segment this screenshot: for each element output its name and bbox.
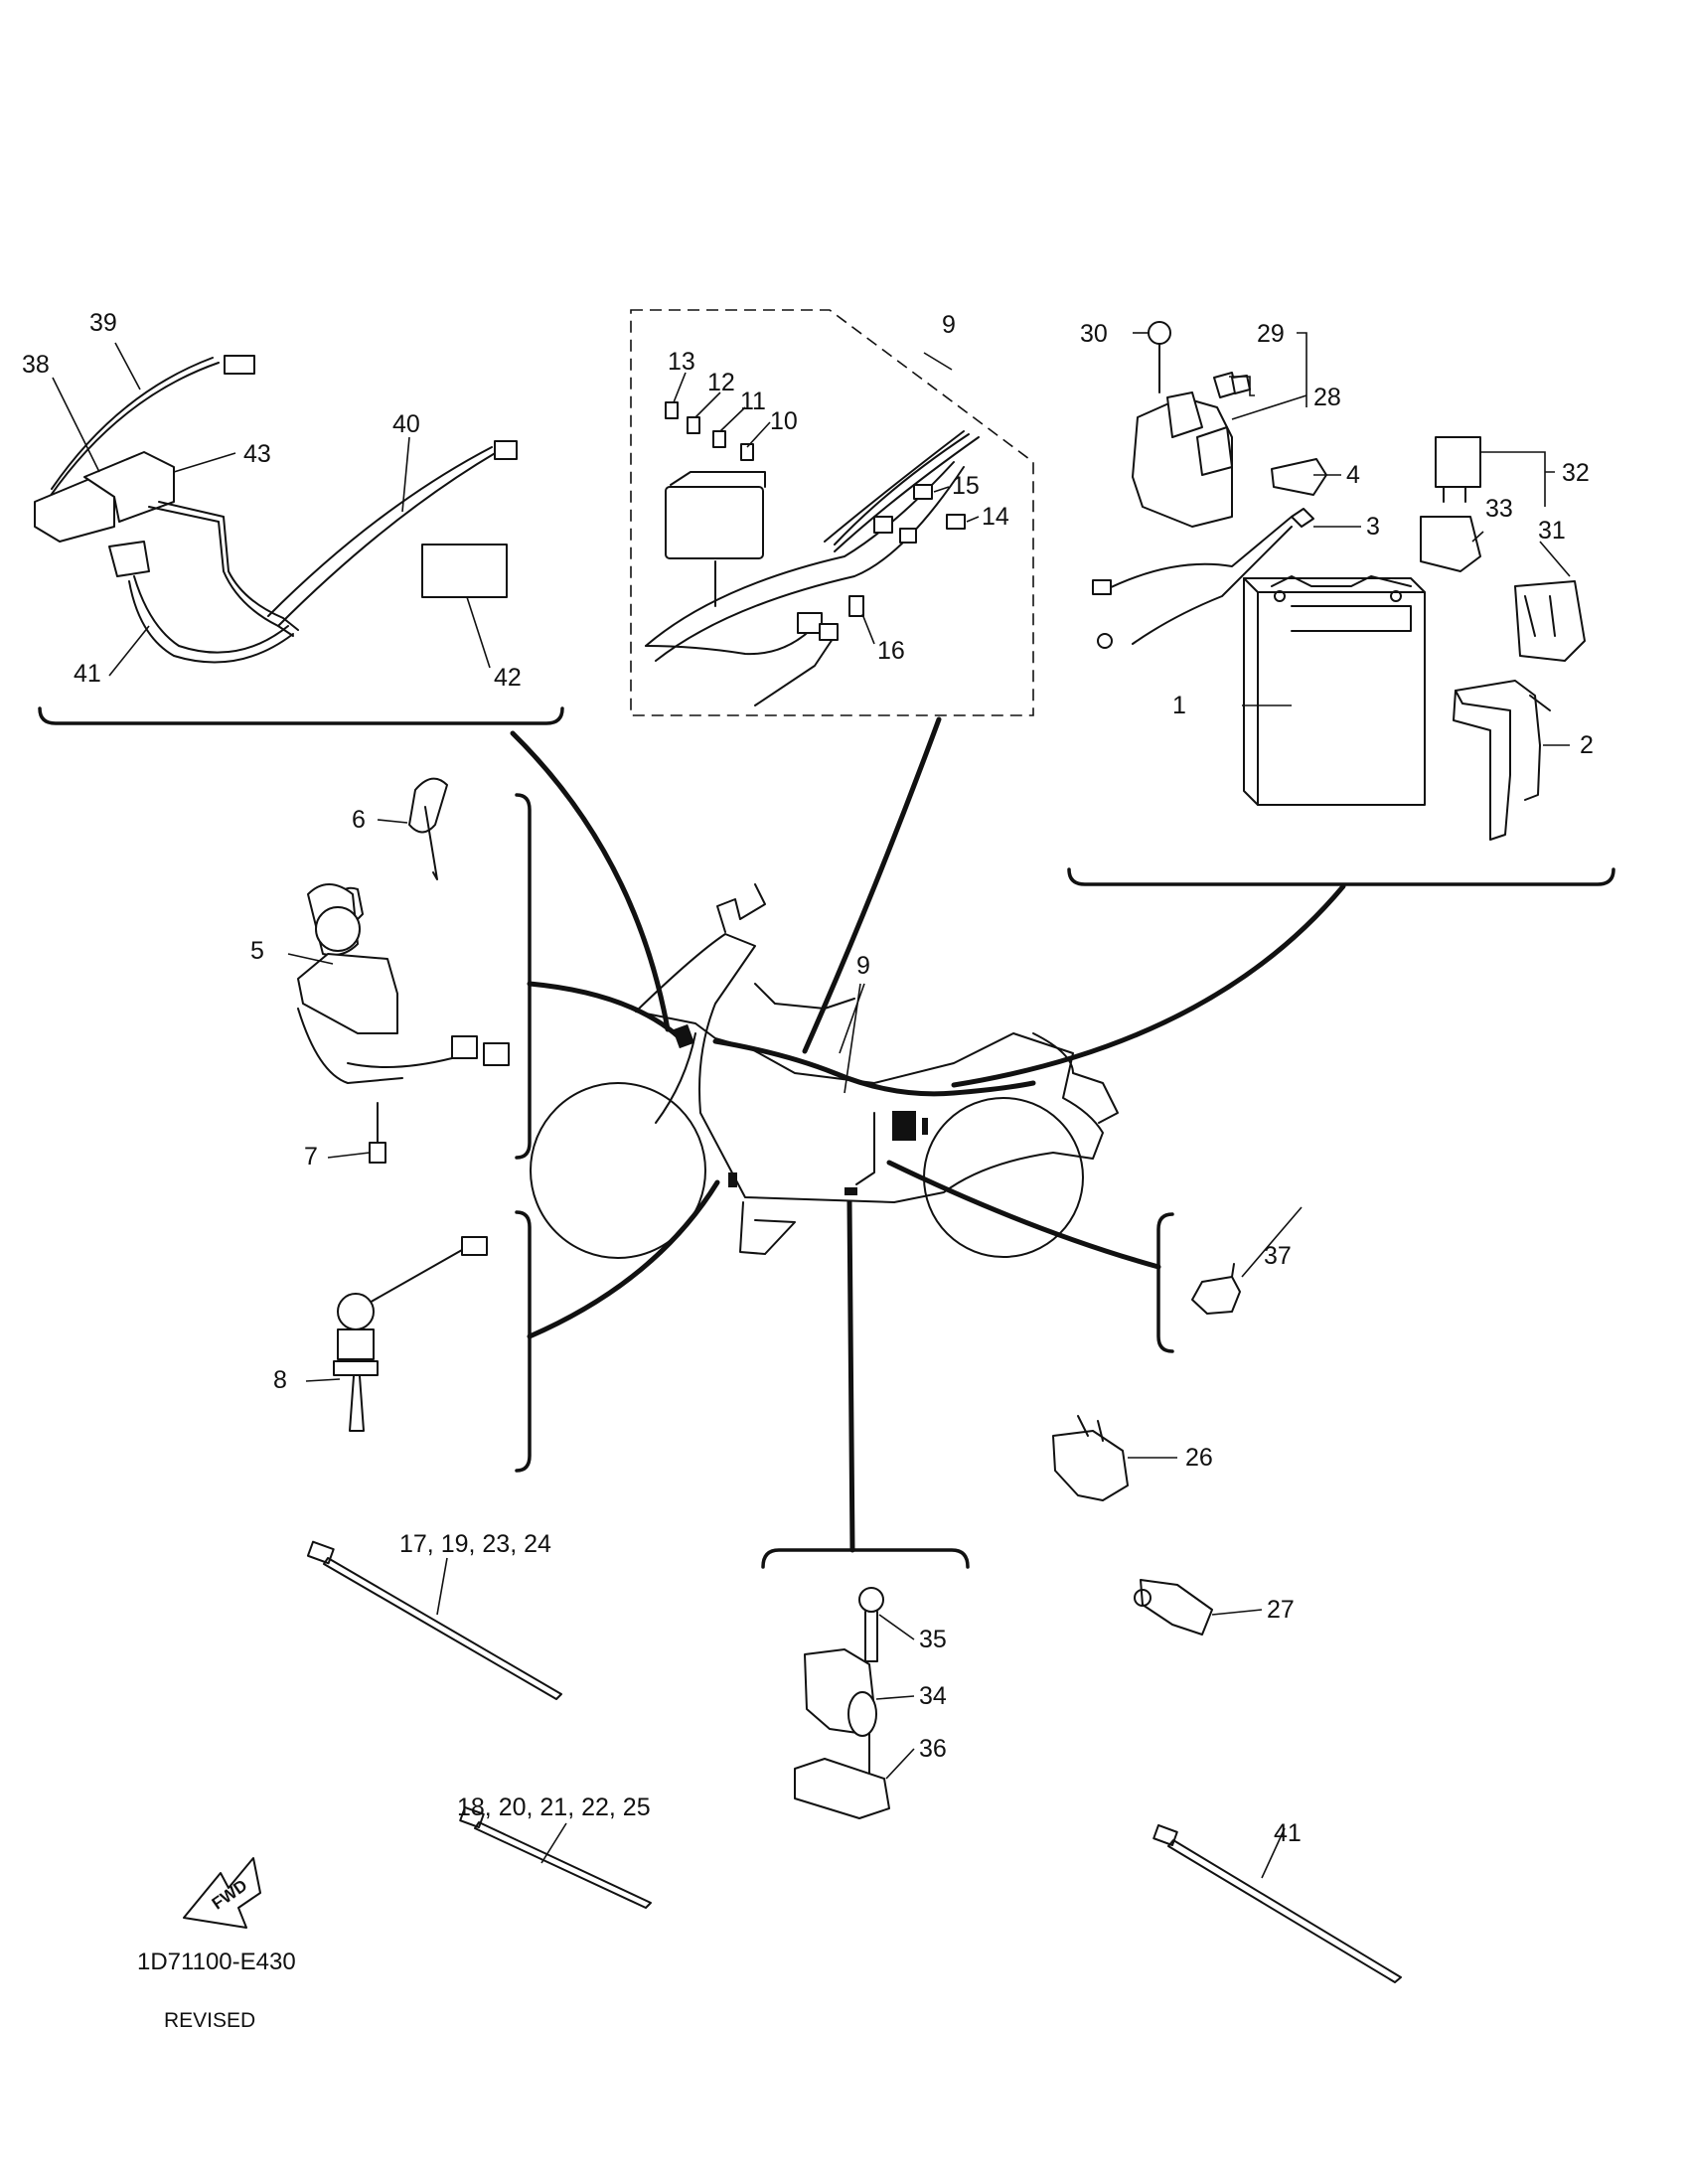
callout-26: 26	[1185, 1444, 1213, 1472]
callout-3: 3	[1366, 513, 1380, 541]
callout-5: 5	[250, 937, 264, 965]
callout-36: 36	[919, 1735, 947, 1763]
callout-16: 16	[877, 637, 905, 665]
ecu-group	[34, 355, 518, 664]
group-brackets	[38, 309, 1615, 1569]
callout-2: 2	[1580, 731, 1594, 759]
callout-15: 15	[952, 472, 980, 500]
cable-ties	[306, 1540, 1402, 1983]
callout-38: 38	[22, 351, 50, 379]
callout-9-bike: 9	[856, 952, 870, 980]
callout-1: 1	[1172, 692, 1186, 719]
callout-33: 33	[1485, 495, 1513, 523]
callout-4: 4	[1346, 461, 1360, 489]
callout-12: 12	[707, 369, 735, 396]
callout-10: 10	[770, 407, 798, 435]
fwd-arrow	[183, 1857, 261, 1929]
callout-27: 27	[1267, 1596, 1295, 1624]
switch-8	[333, 1236, 488, 1432]
leader-lines	[52, 332, 1571, 1879]
callout-17-19-23-24: 17, 19, 23, 24	[399, 1530, 551, 1558]
callout-28: 28	[1313, 384, 1341, 411]
callout-labels: 1 2 3 4 5 6 7 8 9 9 10 11 12 13 14 15 16…	[22, 309, 1594, 1847]
main-switch-group	[297, 777, 510, 1164]
motorcycle-silhouette	[530, 883, 1119, 1259]
callout-43: 43	[243, 440, 271, 468]
callout-14: 14	[982, 503, 1009, 531]
callout-41-harness: 41	[74, 660, 101, 688]
callout-29: 29	[1257, 320, 1285, 348]
callout-18-20-21-22-25: 18, 20, 21, 22, 25	[457, 1794, 651, 1821]
callout-40: 40	[392, 410, 420, 438]
callout-7: 7	[304, 1143, 318, 1170]
drawing-code: 1D71100-E430	[137, 1949, 296, 1975]
callout-32: 32	[1562, 459, 1590, 487]
callout-9-harness: 9	[942, 311, 956, 339]
callout-30: 30	[1080, 320, 1108, 348]
wire-harness-group	[645, 401, 980, 706]
callout-11: 11	[740, 388, 766, 415]
connector-lines	[510, 716, 1346, 1553]
callout-35: 35	[919, 1626, 947, 1653]
callout-39: 39	[89, 309, 117, 337]
callout-34: 34	[919, 1682, 947, 1710]
callout-42: 42	[494, 664, 522, 692]
callout-37: 37	[1264, 1242, 1292, 1270]
callout-13: 13	[668, 348, 695, 376]
callout-41-tie: 41	[1274, 1819, 1302, 1847]
battery-group	[1092, 458, 1551, 841]
misc-parts	[794, 1263, 1241, 1819]
callout-31: 31	[1538, 517, 1566, 545]
callout-8: 8	[273, 1366, 287, 1394]
callout-6: 6	[352, 806, 366, 834]
revision-note: REVISED	[164, 2009, 255, 2032]
relay-group	[1132, 321, 1586, 662]
